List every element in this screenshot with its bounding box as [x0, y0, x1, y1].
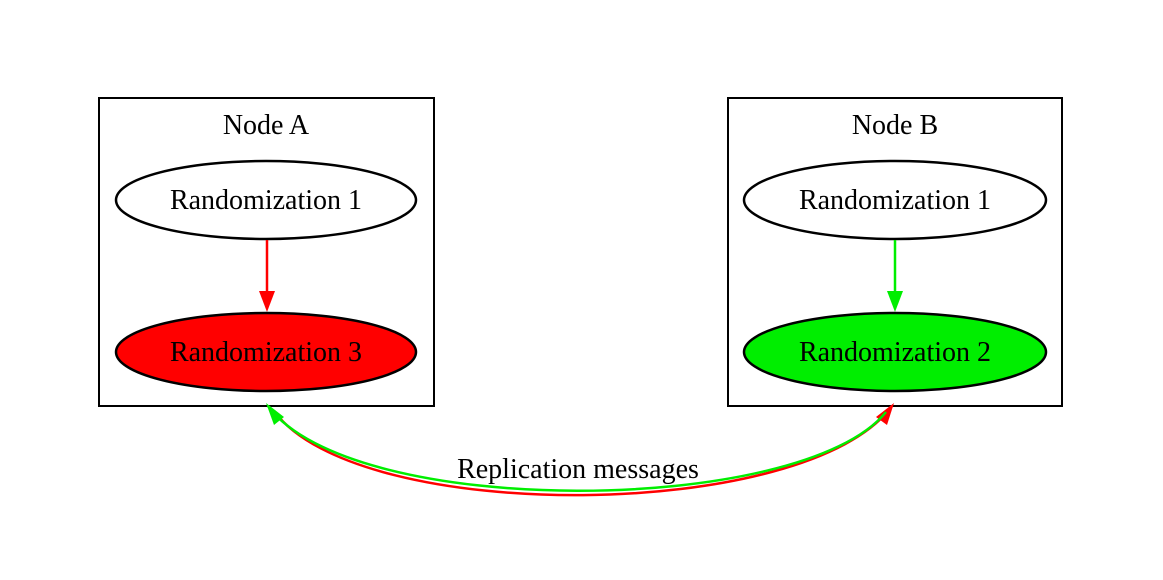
node-b-randomization-1-label: Randomization 1 [799, 185, 991, 216]
node-b-randomization-1-ellipse [742, 159, 1048, 241]
node-b-title: Node B [852, 110, 938, 141]
replication-arc-b-to-a [266, 405, 887, 492]
node-a-randomization-3-ellipse [114, 311, 418, 393]
replication-arc-b-to-a-arrowhead-icon [266, 403, 284, 425]
node-a-randomization-1-ellipse [114, 159, 418, 241]
node-a-derivation-arrowhead-icon [259, 291, 275, 312]
node-a-cluster: Node A Randomization 1 Randomization 3 [98, 97, 435, 407]
replication-messages-label: Replication messages [457, 454, 699, 485]
node-a-randomization-3-label: Randomization 3 [170, 337, 362, 368]
node-b-derivation-arrowhead-icon [887, 291, 903, 312]
replication-edges: Replication messages [266, 403, 894, 497]
node-a-randomization-1-label: Randomization 1 [170, 185, 362, 216]
node-b-cluster: Node B Randomization 1 Randomization 2 [727, 97, 1063, 407]
node-b-randomization-2-label: Randomization 2 [799, 337, 991, 368]
node-a-title: Node A [223, 110, 310, 141]
node-b-randomization-2-ellipse [742, 311, 1048, 393]
